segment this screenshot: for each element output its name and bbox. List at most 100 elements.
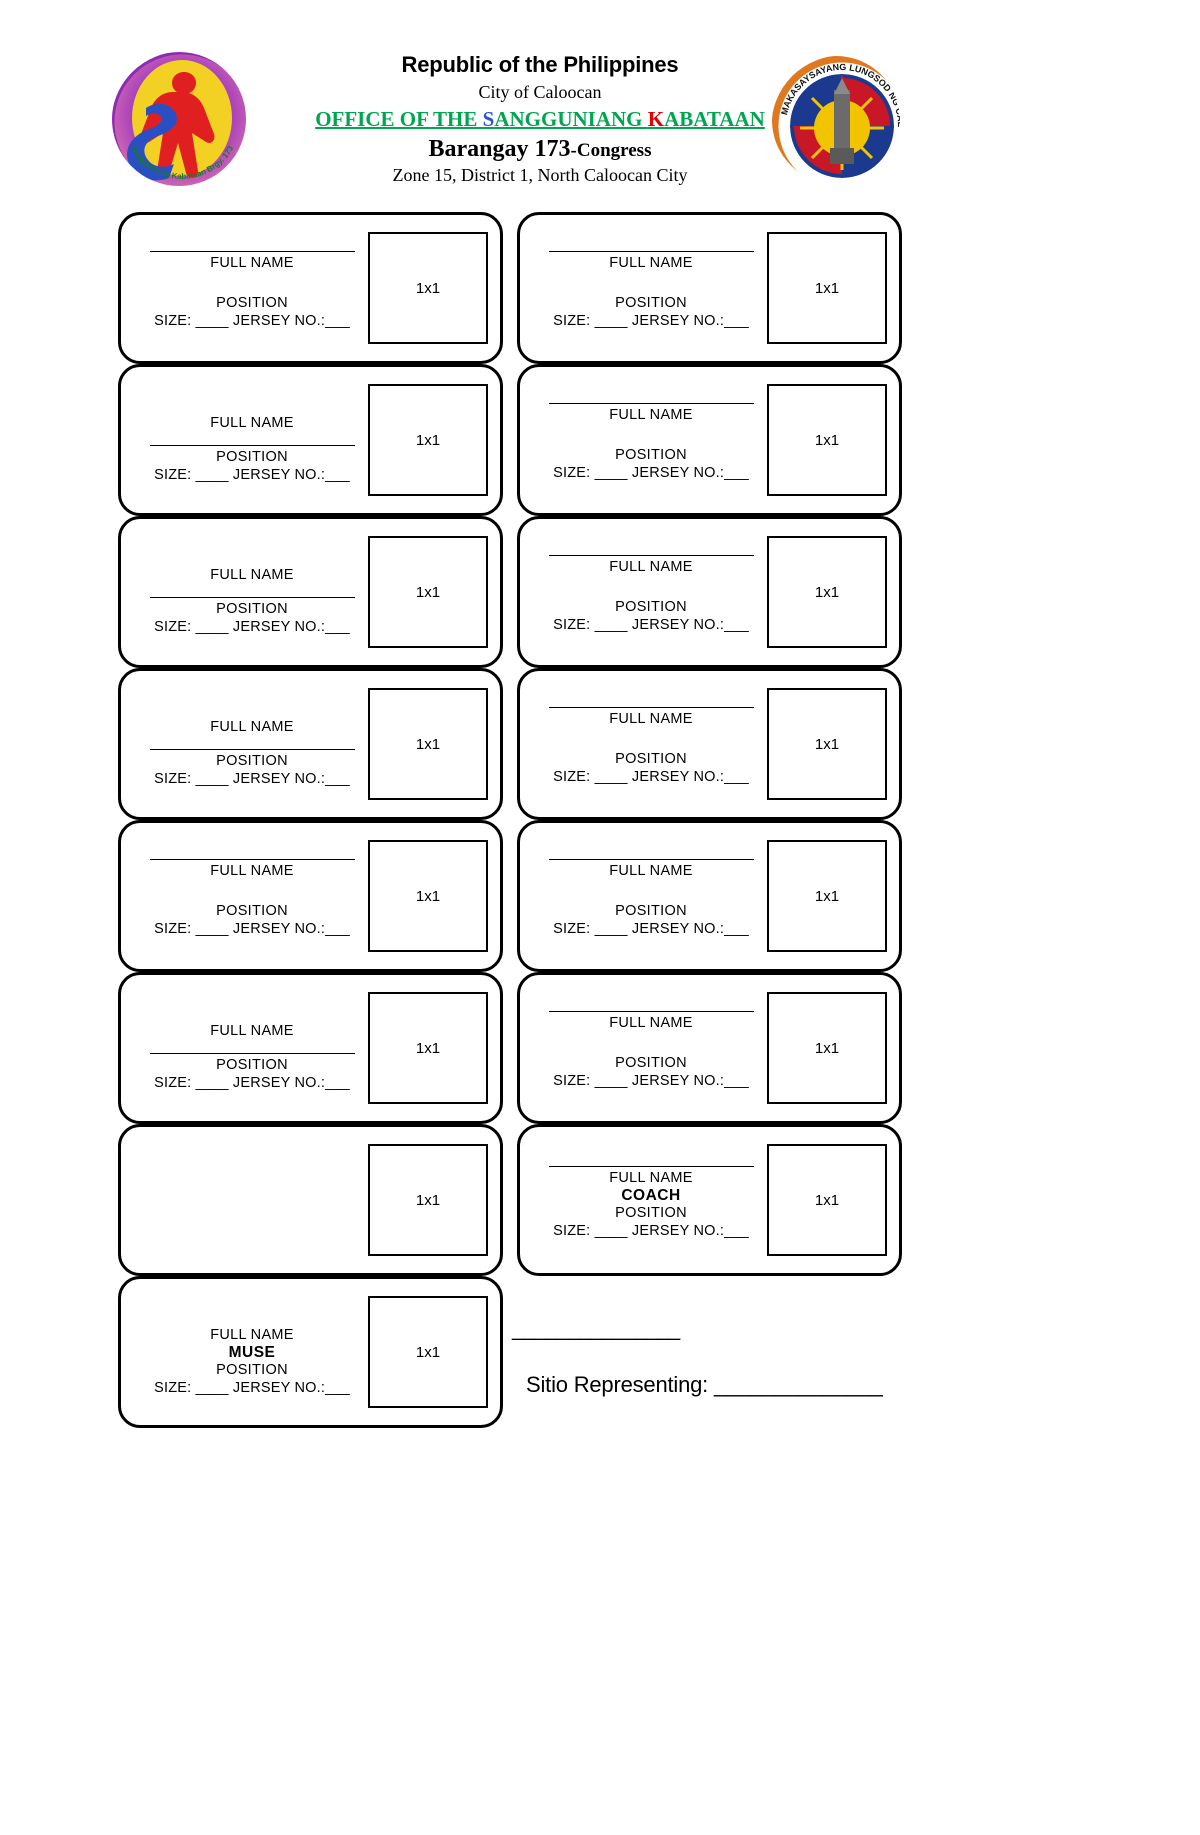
id-card-fields: FULL NAME POSITION SIZE: ____ JERSEY NO.:_…	[530, 823, 772, 969]
id-card-2[interactable]: FULL NAME POSITION SIZE: ____ JERSEY NO.:_…	[517, 212, 902, 364]
size-jersey-label[interactable]: SIZE: ____ JERSEY NO.:___	[154, 467, 350, 483]
photo-placeholder-box[interactable]: 1x1	[767, 536, 887, 648]
city-line: City of Caloocan	[478, 82, 602, 102]
photo-placeholder-box[interactable]: 1x1	[767, 1144, 887, 1256]
position-blank-line[interactable]	[149, 445, 355, 446]
name-blank-line[interactable]	[149, 251, 355, 252]
id-card-grid: FULL NAME POSITION SIZE: ____ JERSEY NO.:_…	[118, 212, 902, 1428]
photo-placeholder-box[interactable]: 1x1	[368, 840, 488, 952]
size-jersey-label[interactable]: SIZE: ____ JERSEY NO.:___	[154, 313, 350, 329]
spacer	[131, 879, 373, 903]
role-label: COACH	[621, 1186, 681, 1204]
name-blank-line[interactable]	[548, 859, 754, 860]
full-name-label: FULL NAME	[210, 415, 294, 431]
photo-placeholder-box[interactable]: 1x1	[368, 688, 488, 800]
name-blank-line[interactable]	[548, 707, 754, 708]
sitio-representing-label[interactable]: Sitio Representing: ______________	[526, 1372, 883, 1397]
position-label: POSITION	[615, 295, 687, 311]
photo-placeholder-box[interactable]: 1x1	[368, 536, 488, 648]
position-label: POSITION	[615, 599, 687, 615]
name-blank-line[interactable]	[548, 1165, 754, 1167]
full-name-label: FULL NAME	[609, 559, 693, 575]
office-mid: ANGGUNIANG	[494, 107, 648, 131]
name-blank-line[interactable]	[149, 859, 355, 860]
size-jersey-label[interactable]: SIZE: ____ JERSEY NO.:___	[553, 769, 749, 785]
size-jersey-label[interactable]: SIZE: ____ JERSEY NO.:___	[553, 1073, 749, 1089]
caloocan-city-seal-icon: MAKASAYSAYANG LUNGSOD NG CALOOCAN	[772, 56, 900, 184]
office-s: S	[482, 107, 495, 131]
full-name-label: FULL NAME	[609, 1015, 693, 1031]
full-name-label: FULL NAME	[210, 255, 294, 271]
position-label: POSITION	[615, 903, 687, 919]
size-jersey-label[interactable]: SIZE: ____ JERSEY NO.:___	[154, 921, 350, 937]
spacer	[530, 423, 772, 447]
name-blank-line[interactable]	[548, 403, 754, 404]
barangay-suffix: -Congress	[570, 140, 652, 161]
photo-placeholder-box[interactable]: 1x1	[368, 1296, 488, 1408]
full-name-label: FULL NAME	[210, 863, 294, 879]
photo-placeholder-box[interactable]: 1x1	[767, 992, 887, 1104]
size-jersey-label[interactable]: SIZE: ____ JERSEY NO.:___	[553, 921, 749, 937]
spacer	[131, 431, 373, 445]
name-blank-line[interactable]	[548, 251, 754, 252]
size-jersey-label[interactable]: SIZE: ____ JERSEY NO.:___	[553, 1222, 749, 1239]
header-text-block: Republic of the Philippines City of Calo…	[250, 52, 830, 186]
size-jersey-label[interactable]: SIZE: ____ JERSEY NO.:___	[553, 465, 749, 481]
position-blank-line[interactable]	[149, 1053, 355, 1054]
name-blank-line[interactable]	[548, 1011, 754, 1012]
size-jersey-label[interactable]: SIZE: ____ JERSEY NO.:___	[154, 771, 350, 787]
photo-placeholder-box[interactable]: 1x1	[368, 1144, 488, 1256]
size-jersey-label[interactable]: SIZE: ____ JERSEY NO.:___	[553, 313, 749, 329]
photo-placeholder-box[interactable]: 1x1	[767, 840, 887, 952]
full-name-label: FULL NAME	[609, 863, 693, 879]
full-name-label: FULL NAME	[210, 1023, 294, 1039]
id-card-row: FULL NAME POSITION SIZE: ____ JERSEY NO.:_…	[118, 820, 902, 972]
barangay-name: Barangay 173	[428, 136, 571, 162]
id-card-6[interactable]: FULL NAME POSITION SIZE: ____ JERSEY NO.:_…	[517, 516, 902, 668]
photo-placeholder-box[interactable]: 1x1	[368, 992, 488, 1104]
size-jersey-label[interactable]: SIZE: ____ JERSEY NO.:___	[154, 619, 350, 635]
photo-placeholder-box[interactable]: 1x1	[767, 232, 887, 344]
spacer	[131, 735, 373, 749]
size-jersey-label[interactable]: SIZE: ____ JERSEY NO.:___	[154, 1075, 350, 1091]
position-label: POSITION	[216, 753, 288, 769]
position-blank-line[interactable]	[149, 597, 355, 598]
position-blank-line[interactable]	[149, 749, 355, 750]
full-name-label: FULL NAME	[609, 255, 693, 271]
photo-placeholder-box[interactable]: 1x1	[368, 384, 488, 496]
photo-placeholder-box[interactable]: 1x1	[767, 384, 887, 496]
name-blank-line[interactable]	[548, 555, 754, 556]
photo-placeholder-box[interactable]: 1x1	[767, 688, 887, 800]
id-card-10[interactable]: FULL NAME POSITION SIZE: ____ JERSEY NO.:_…	[517, 820, 902, 972]
spacer	[530, 727, 772, 751]
size-jersey-label[interactable]: SIZE: ____ JERSEY NO.:___	[553, 617, 749, 633]
id-card-inner: FULL NAME POSITION SIZE: ____ JERSEY NO.:_…	[520, 519, 899, 665]
position-label: POSITION	[615, 447, 687, 463]
photo-placeholder-box[interactable]: 1x1	[368, 232, 488, 344]
size-jersey-label[interactable]: SIZE: ____ JERSEY NO.:___	[154, 1379, 350, 1396]
barangay-line: Barangay 173-Congress	[250, 136, 830, 163]
office-k: K	[647, 107, 665, 131]
